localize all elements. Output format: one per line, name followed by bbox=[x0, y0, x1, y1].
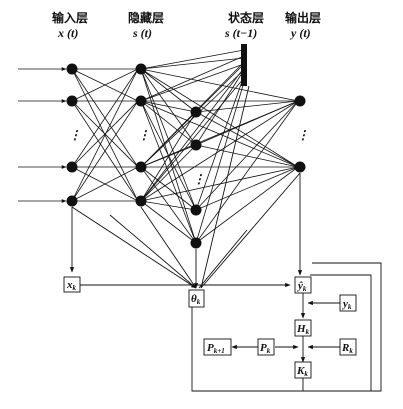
input-node bbox=[66, 63, 78, 75]
input-layer-var: x (t) bbox=[57, 26, 78, 40]
hidden-layer-title: 隐藏层 bbox=[128, 10, 164, 25]
state-node bbox=[190, 106, 202, 118]
input-node bbox=[66, 195, 78, 207]
svg-text:θk: θk bbox=[191, 293, 201, 306]
state-layer-var: s (t−1) bbox=[224, 26, 257, 40]
box-x-k: xk bbox=[63, 276, 81, 293]
box-k-k: Kk bbox=[294, 361, 312, 379]
kalman-flow-arrows bbox=[69, 85, 382, 392]
svg-text:Hk: Hk bbox=[296, 323, 310, 336]
header-state-layer: 状态层 s (t−1) bbox=[224, 10, 264, 40]
svg-text:yk: yk bbox=[341, 298, 352, 311]
hidden-layer-var: s (t) bbox=[132, 26, 152, 40]
box-r-k: Rk bbox=[339, 338, 357, 356]
input-node bbox=[66, 161, 78, 173]
output-layer-var: y (t) bbox=[289, 26, 311, 40]
input-node bbox=[66, 95, 78, 107]
svg-text:xk: xk bbox=[66, 279, 77, 292]
header-output-layer: 输出层 y (t) bbox=[285, 10, 321, 40]
state-bar bbox=[241, 44, 247, 86]
output-node bbox=[294, 95, 306, 107]
hidden-ellipsis: ⋮ bbox=[138, 128, 150, 142]
hidden-node bbox=[135, 95, 147, 107]
state-layer-title: 状态层 bbox=[228, 10, 264, 25]
svg-text:Rk: Rk bbox=[341, 342, 353, 355]
box-y-k: yk bbox=[339, 294, 357, 312]
box-p-k: Pk bbox=[257, 338, 275, 356]
state-hidden-connections bbox=[140, 63, 245, 244]
input-ellipsis: ⋮ bbox=[69, 128, 81, 142]
state-node bbox=[190, 204, 202, 216]
input-layer-title: 输入层 bbox=[52, 10, 88, 25]
output-ellipsis: ⋮ bbox=[297, 128, 309, 142]
svg-text:ŷk: ŷk bbox=[296, 280, 307, 293]
output-node bbox=[294, 161, 306, 173]
box-h-k: Hk bbox=[294, 319, 312, 337]
box-p-k-plus-1: Pk+1 bbox=[203, 338, 232, 356]
hidden-node bbox=[135, 63, 147, 75]
hidden-output-connections bbox=[140, 68, 299, 244]
input-hidden-connections bbox=[71, 68, 139, 202]
box-y-hat-k: ŷk bbox=[294, 276, 312, 294]
output-nodes: ⋮ bbox=[294, 95, 309, 173]
output-layer-title: 输出层 bbox=[285, 10, 321, 25]
input-arrows bbox=[18, 67, 67, 203]
box-theta-k: θk bbox=[188, 289, 205, 308]
svg-text:Pk: Pk bbox=[260, 342, 271, 355]
svg-text:Kk: Kk bbox=[296, 365, 308, 378]
header-input-layer: 输入层 x (t) bbox=[52, 10, 88, 40]
state-node bbox=[190, 237, 202, 249]
header-hidden-layer: 隐藏层 s (t) bbox=[128, 10, 164, 40]
input-nodes: ⋮ bbox=[66, 63, 81, 207]
state-node bbox=[190, 139, 202, 151]
svg-text:Pk+1: Pk+1 bbox=[207, 342, 225, 355]
state-ellipsis: ⋮ bbox=[193, 172, 205, 186]
hidden-node bbox=[135, 161, 147, 173]
hidden-nodes: ⋮ bbox=[135, 63, 150, 207]
hidden-node bbox=[135, 195, 147, 207]
state-nodes: ⋮ bbox=[190, 106, 205, 249]
